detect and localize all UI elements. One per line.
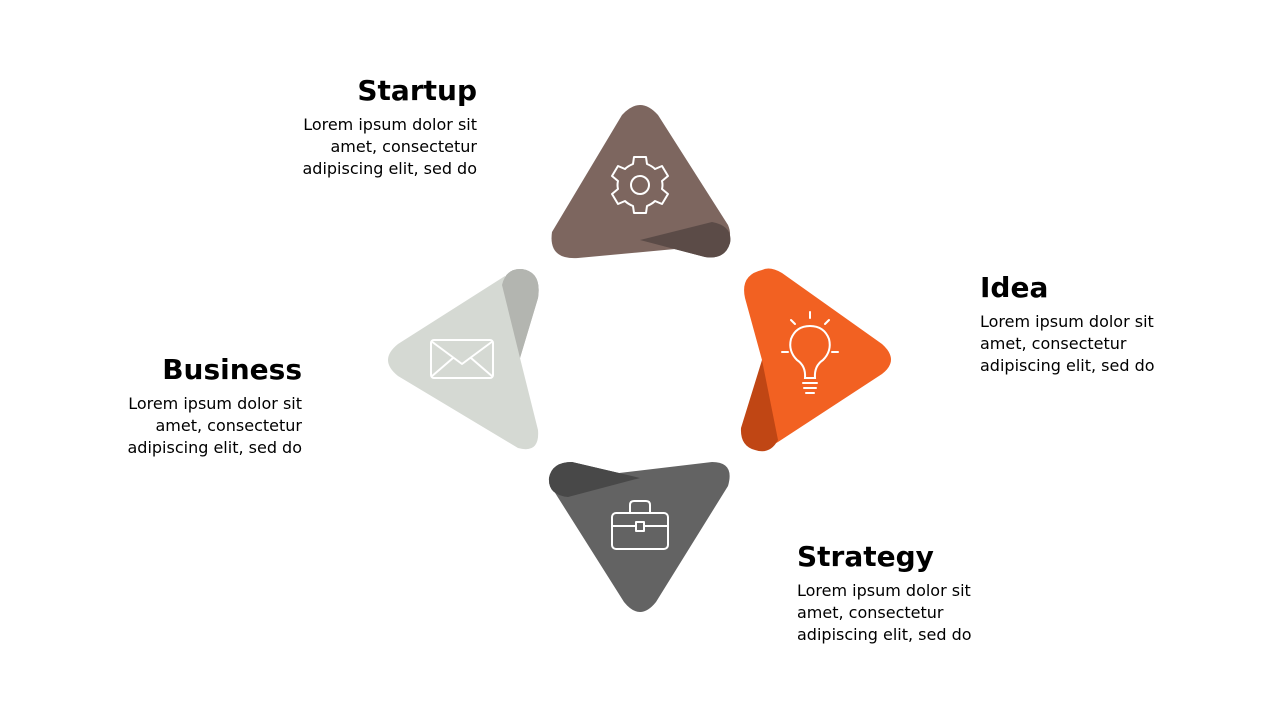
business-triangle-fold-front: [502, 268, 539, 358]
briefcase-icon: [611, 500, 669, 550]
strategy-triangle-fold-front: [548, 462, 640, 497]
strategy-title: Strategy: [797, 540, 934, 573]
startup-triangle-body: [551, 105, 731, 259]
business-text-block: Business Lorem ipsum dolor sit amet, con…: [95, 353, 302, 459]
business-triangle: [388, 268, 539, 450]
startup-title: Startup: [357, 74, 477, 107]
strategy-description: Lorem ipsum dolor sit amet, consectetur …: [797, 581, 972, 644]
strategy-triangle: [548, 462, 730, 612]
startup-triangle-fold-front: [640, 222, 731, 258]
startup-triangle: [551, 105, 731, 259]
startup-text-block: Startup Lorem ipsum dolor sit amet, cons…: [270, 74, 477, 180]
business-title: Business: [162, 353, 302, 386]
idea-triangle-fold: [740, 360, 778, 452]
business-description: Lorem ipsum dolor sit amet, consectetur …: [127, 394, 302, 457]
gear-icon: [611, 156, 669, 214]
envelope-icon: [430, 339, 494, 379]
idea-title: Idea: [980, 271, 1049, 304]
idea-description: Lorem ipsum dolor sit amet, consectetur …: [980, 312, 1155, 375]
idea-triangle: [740, 268, 891, 452]
startup-description: Lorem ipsum dolor sit amet, consectetur …: [302, 115, 477, 178]
strategy-triangle-body: [551, 462, 730, 612]
lightbulb-icon: [781, 311, 839, 394]
strategy-text-block: Strategy Lorem ipsum dolor sit amet, con…: [797, 540, 1017, 646]
idea-triangle-body: [744, 268, 891, 446]
idea-text-block: Idea Lorem ipsum dolor sit amet, consect…: [980, 271, 1200, 377]
